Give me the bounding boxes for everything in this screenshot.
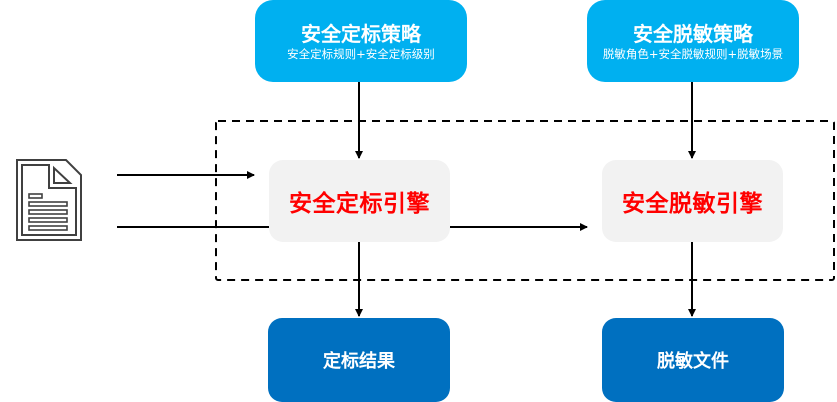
labeling-policy-subtitle: 安全定标规则+安全定标级别 [287,47,435,61]
engine-boundary [215,120,835,281]
labeling-policy-title: 安全定标策略 [301,22,421,46]
masking-engine-label: 安全脱敏引擎 [622,191,763,217]
masking-policy-subtitle: 脱敏角色+安全脱敏规则+脱敏场景 [602,47,784,61]
masking-engine-box: 安全脱敏引擎 [602,160,783,242]
labeling-engine-box: 安全定标引擎 [269,160,450,242]
labeling-policy-box: 安全定标策略 安全定标规则+安全定标级别 [255,0,467,82]
masking-policy-title: 安全脱敏策略 [633,22,753,46]
labeling-engine-label: 安全定标引擎 [289,191,430,217]
masking-result-box: 脱敏文件 [602,318,784,402]
labeling-result-box: 定标结果 [268,318,450,402]
labeling-result-label: 定标结果 [323,351,395,372]
masking-policy-box: 安全脱敏策略 脱敏角色+安全脱敏规则+脱敏场景 [587,0,799,82]
masking-result-label: 脱敏文件 [657,351,729,372]
document-icon [16,159,82,241]
